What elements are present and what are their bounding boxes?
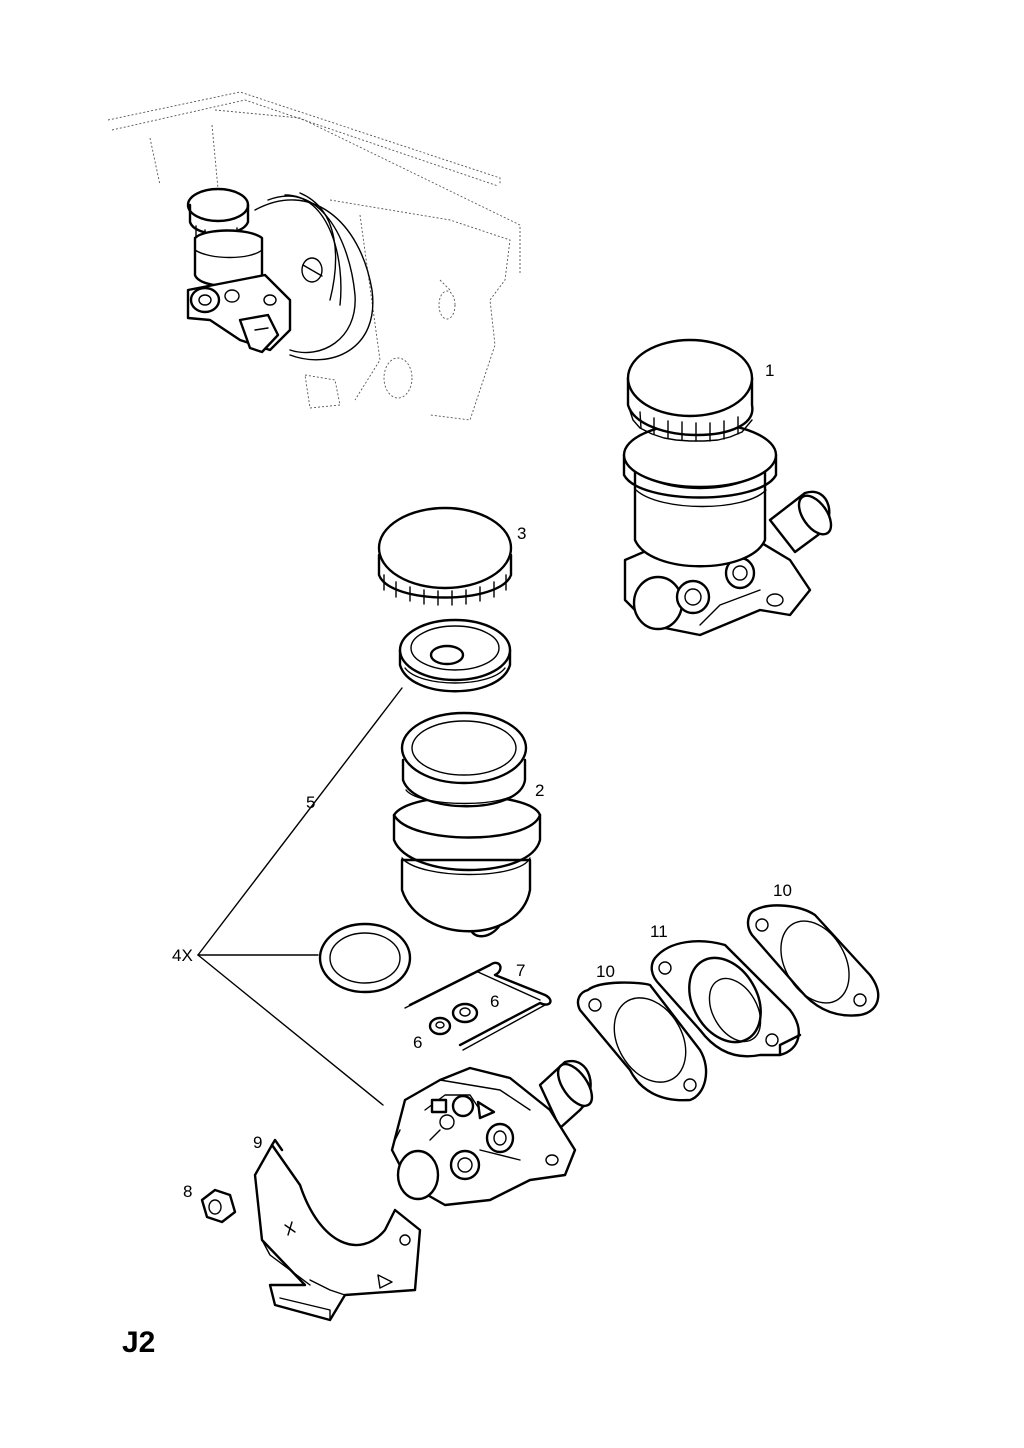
o-ring xyxy=(318,922,412,994)
callout-1: 1 xyxy=(765,361,774,380)
callout-3: 3 xyxy=(517,524,526,543)
part-10-gasket-left xyxy=(576,981,708,1102)
callout-2: 2 xyxy=(535,781,544,800)
part-5-seal-insert xyxy=(398,618,512,693)
part-3-reservoir-cap xyxy=(377,506,513,606)
callout-6-left: 6 xyxy=(413,1033,422,1052)
leader-lines xyxy=(197,687,403,1106)
master-cylinder-body xyxy=(390,1059,594,1207)
part-2-reservoir-body xyxy=(392,711,542,938)
callout-5: 5 xyxy=(306,793,315,812)
part-6-seals xyxy=(428,1002,479,1036)
part-10-gasket-right xyxy=(746,904,880,1017)
part-9-bracket xyxy=(253,1138,422,1322)
part-11-spacer xyxy=(650,940,802,1058)
callout-6-right: 6 xyxy=(490,992,499,1011)
part-8-nut xyxy=(200,1188,237,1224)
callout-4x: 4X xyxy=(172,946,193,965)
part-1-master-cylinder-assembly xyxy=(622,338,833,637)
vehicle-context-view xyxy=(107,91,521,421)
callout-8: 8 xyxy=(183,1182,192,1201)
part-7-retaining-pin xyxy=(404,961,552,1051)
callout-10-right: 10 xyxy=(773,881,792,900)
callout-9: 9 xyxy=(253,1133,262,1152)
callout-11: 11 xyxy=(650,922,668,941)
callout-7: 7 xyxy=(516,961,525,980)
page-code: J2 xyxy=(122,1326,155,1359)
callout-10-left: 10 xyxy=(596,962,615,981)
